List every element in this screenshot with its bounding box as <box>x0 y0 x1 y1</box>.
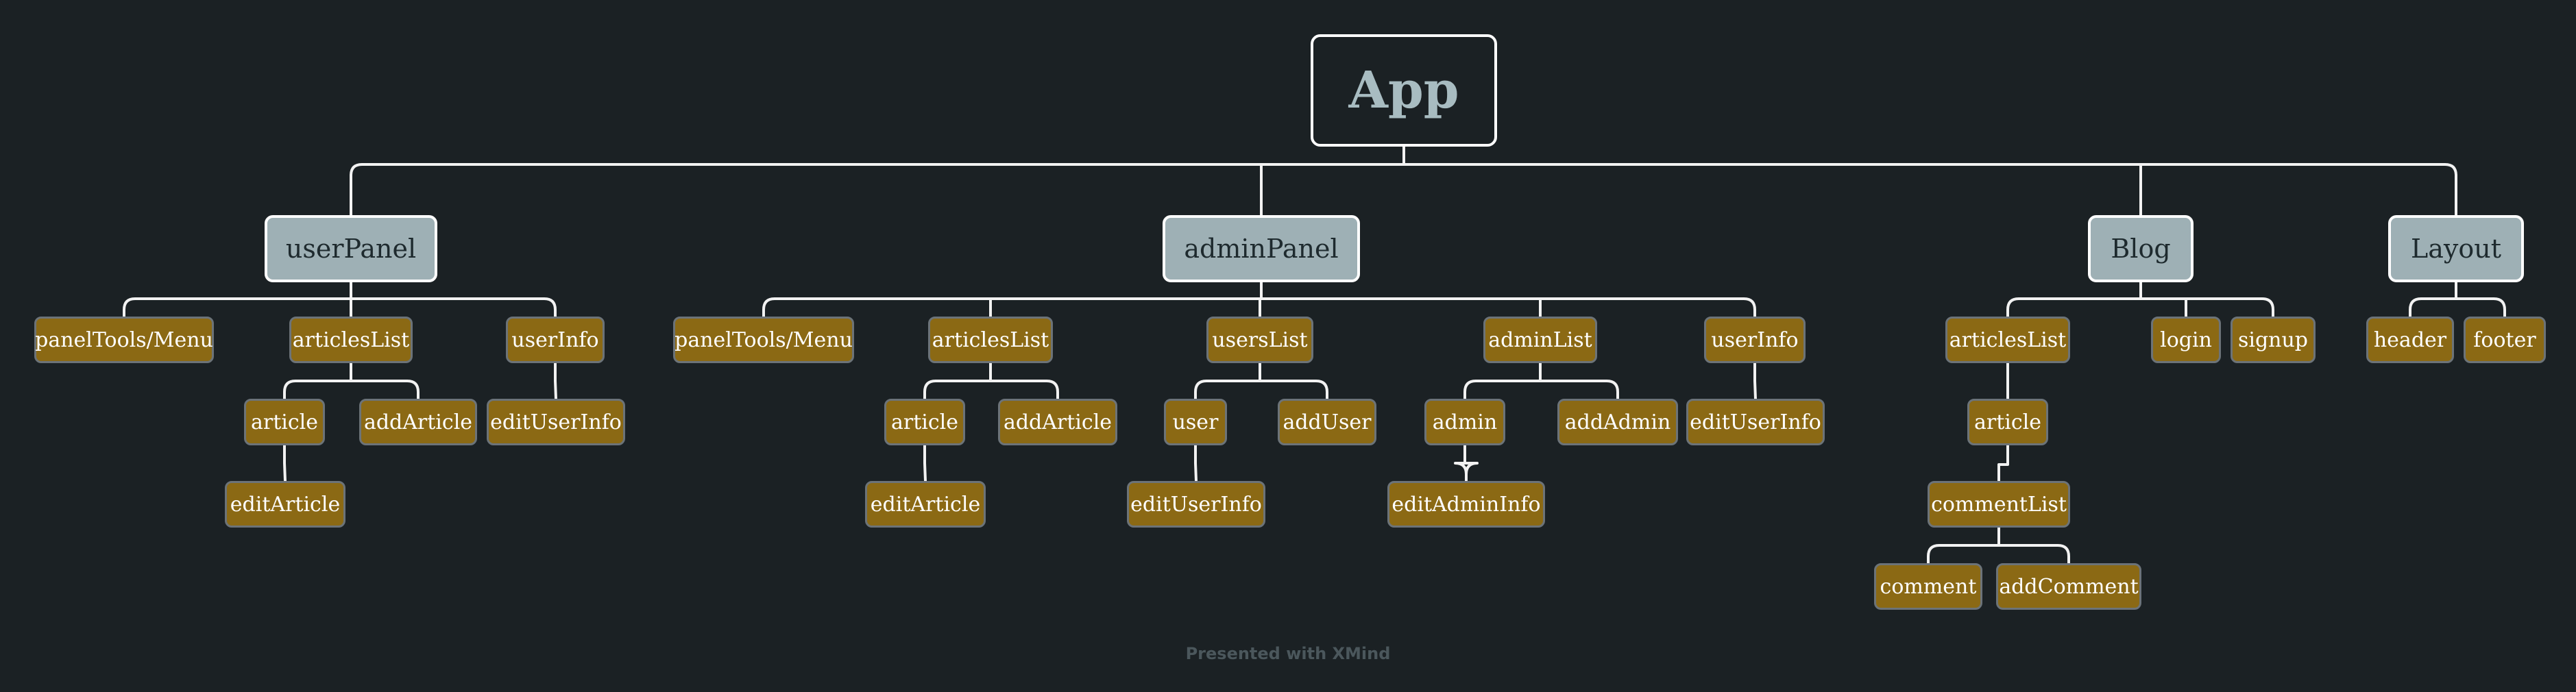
presented-with-xmind-label: Presented with XMind <box>1185 644 1391 663</box>
subtopic-header[interactable]: header <box>2366 317 2454 363</box>
topic-layout[interactable]: Layout <box>2388 215 2524 282</box>
subtopic-comment[interactable]: comment <box>1874 563 1982 610</box>
root-topic-app[interactable]: App <box>1311 34 1497 147</box>
subtopic-edit-user-info[interactable]: editUserInfo <box>1127 481 1265 528</box>
subtopic-add-admin[interactable]: addAdmin <box>1557 399 1678 445</box>
subtopic-edit-user-info[interactable]: editUserInfo <box>487 399 625 445</box>
subtopic-panel-tools-menu[interactable]: panelTools/Menu <box>34 317 214 363</box>
subtopic-articles-list[interactable]: articlesList <box>289 317 413 363</box>
subtopic-edit-user-info[interactable]: editUserInfo <box>1686 399 1825 445</box>
connector-ap-ulist <box>1194 362 1328 400</box>
subtopic-admin[interactable]: admin <box>1424 399 1505 445</box>
connector-userPanel <box>123 281 557 318</box>
connector-ap-adlist <box>1463 362 1619 400</box>
topic-blog[interactable]: Blog <box>2088 215 2194 282</box>
connector-blog-article <box>1997 444 2009 482</box>
connector-ap-user <box>1194 444 1198 482</box>
subtopic-user-info[interactable]: userInfo <box>1704 317 1806 363</box>
subtopic-signup[interactable]: signup <box>2231 317 2316 363</box>
subtopic-add-article[interactable]: addArticle <box>359 399 477 445</box>
connector-bl-clist <box>1927 526 2070 565</box>
subtopic-login[interactable]: login <box>2151 317 2221 363</box>
subtopic-article[interactable]: article <box>884 399 965 445</box>
connector-blog <box>2006 281 2274 318</box>
connector-app <box>350 145 2457 217</box>
topic-user-panel[interactable]: userPanel <box>265 215 437 282</box>
connector-adminPanel <box>762 281 1756 318</box>
subtopic-articles-list[interactable]: articlesList <box>928 317 1053 363</box>
subtopic-comment-list[interactable]: commentList <box>1928 481 2070 528</box>
connector-layout <box>2409 281 2506 318</box>
subtopic-edit-article[interactable]: editArticle <box>865 481 986 528</box>
subtopic-admin-list[interactable]: adminList <box>1483 317 1597 363</box>
topic-admin-panel[interactable]: adminPanel <box>1163 215 1360 282</box>
subtopic-article[interactable]: article <box>1967 399 2048 445</box>
connector-ap-admin <box>1454 444 1479 482</box>
connector-up-article <box>283 444 287 482</box>
connector-ap-alist <box>923 362 1059 400</box>
subtopic-user[interactable]: user <box>1164 399 1227 445</box>
subtopic-edit-admin-info[interactable]: editAdminInfo <box>1387 481 1545 528</box>
subtopic-panel-tools-menu[interactable]: panelTools/Menu <box>673 317 854 363</box>
subtopic-add-comment[interactable]: addComment <box>1996 563 2141 610</box>
subtopic-add-article[interactable]: addArticle <box>998 399 1117 445</box>
subtopic-user-info[interactable]: userInfo <box>506 317 605 363</box>
subtopic-footer[interactable]: footer <box>2464 317 2546 363</box>
connector-up-alist <box>283 362 420 400</box>
subtopic-add-user[interactable]: addUser <box>1278 399 1376 445</box>
connector-up-uinfo <box>554 362 557 400</box>
subtopic-edit-article[interactable]: editArticle <box>225 481 345 528</box>
subtopic-users-list[interactable]: usersList <box>1206 317 1313 363</box>
subtopic-articles-list[interactable]: articlesList <box>1945 317 2070 363</box>
subtopic-article[interactable]: article <box>244 399 325 445</box>
